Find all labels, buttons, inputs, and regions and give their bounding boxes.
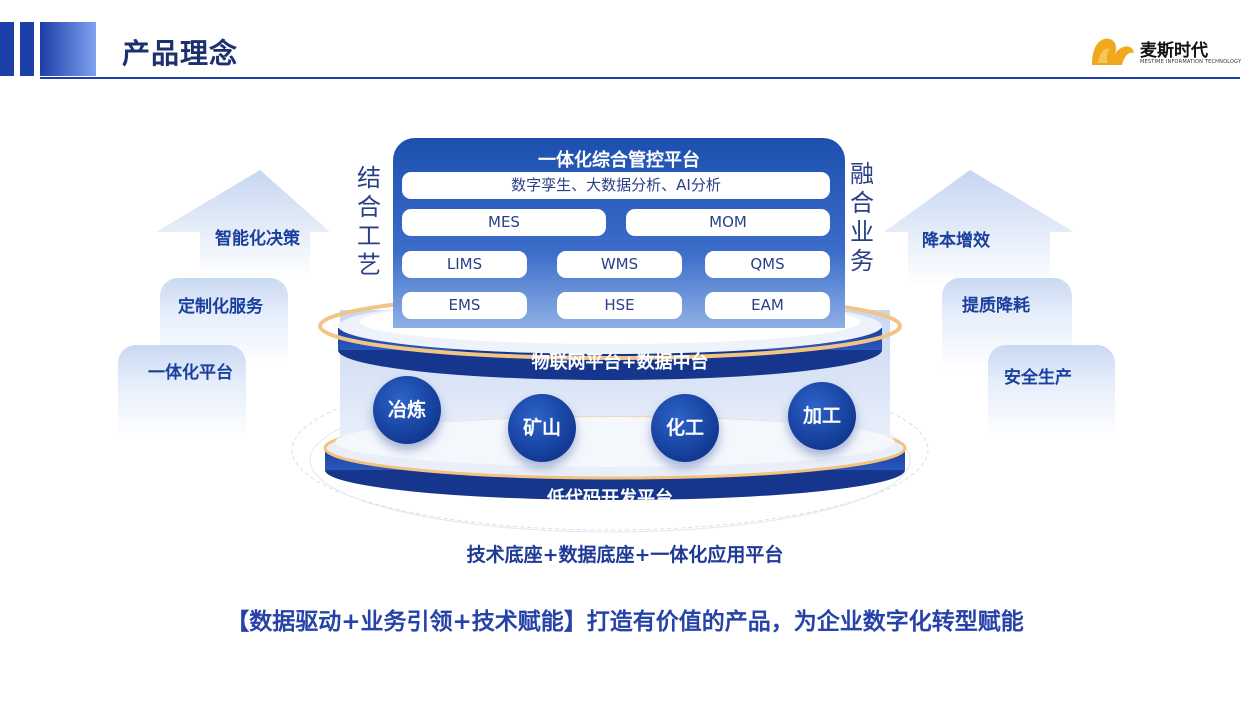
right-arrow-label-2: 提质降耗 [962,296,1030,316]
integrated-platform-title: 一体化综合管控平台 [538,150,700,171]
module-eam: EAM [705,292,830,319]
industry-smelting: 冶炼 [373,376,441,444]
module-hse: HSE [557,292,682,319]
right-arrow-label-3: 安全生产 [1004,368,1072,388]
header-divider [40,77,1240,79]
analytics-pill: 数字孪生、大数据分析、AI分析 [402,172,830,199]
industry-mining: 矿山 [508,394,576,462]
right-arrow-label-1: 降本增效 [922,231,990,251]
logo-subtitle: MESTIME INFORMATION TECHNOLOGY [1140,59,1242,65]
module-ems: EMS [402,292,527,319]
left-arrow-up-icon [156,170,330,278]
header-accent-block [40,22,96,76]
left-arrow-label-3: 一体化平台 [148,363,233,383]
module-lims: LIMS [402,251,527,278]
page-title: 产品理念 [122,37,239,70]
left-arrow-label-2: 定制化服务 [178,297,263,317]
left-arrow-label-1: 智能化决策 [215,229,300,249]
right-tab-3 [988,345,1115,440]
right-vertical-label: 融合业务 [850,160,874,275]
logo-name: 麦斯时代 [1140,41,1208,61]
module-qms: QMS [705,251,830,278]
company-logo-icon [1092,38,1134,65]
module-mes: MES [402,209,606,236]
header-accent-bar-1 [0,22,14,76]
industry-processing: 加工 [788,382,856,450]
industry-chemical: 化工 [651,394,719,462]
left-tab-3 [118,345,246,440]
low-code-platform-layer: 低代码开发平台 [547,488,673,509]
slogan-text: 【数据驱动+业务引领+技术赋能】打造有价值的产品，为企业数字化转型赋能 [226,609,1024,635]
iot-data-middle-layer: 物联网平台+数据中台 [531,352,709,373]
right-arrow-up-icon [884,170,1074,288]
header-accent-bar-2 [20,22,34,76]
module-mom: MOM [626,209,830,236]
left-vertical-label: 结合工艺 [357,164,381,279]
module-wms: WMS [557,251,682,278]
foundation-text: 技术底座+数据底座+一体化应用平台 [466,544,784,566]
